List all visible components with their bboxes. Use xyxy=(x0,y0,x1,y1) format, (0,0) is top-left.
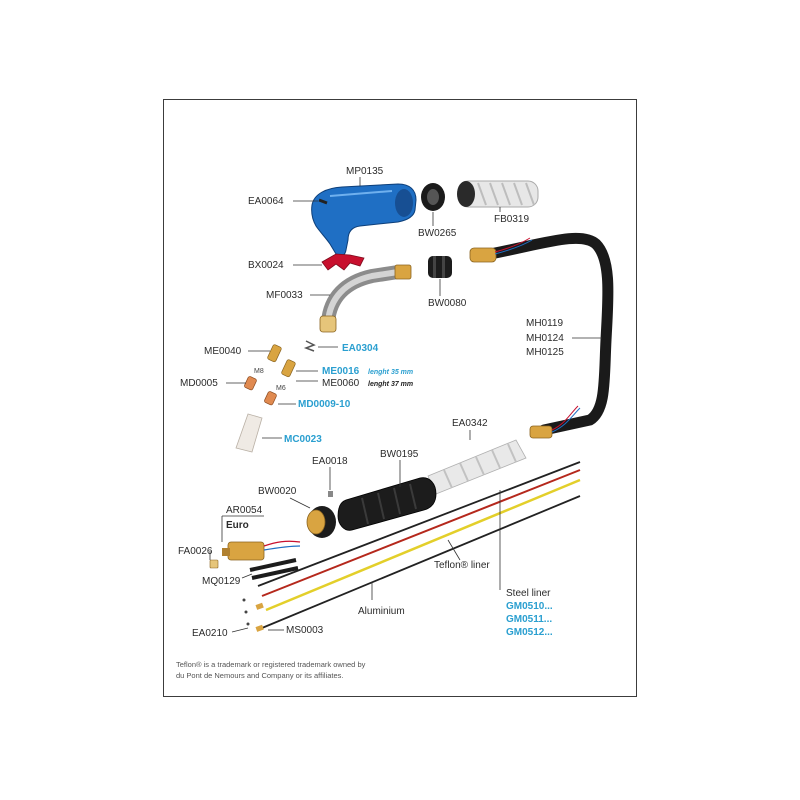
diffuser-part-m6 xyxy=(264,391,277,406)
liner-black-aluminium xyxy=(261,495,581,629)
handle-part-mp0135 xyxy=(311,183,417,257)
label-mh0119: MH0119 xyxy=(526,318,563,329)
label-mh0124: MH0124 xyxy=(526,333,564,344)
nozzle-part-mc0023 xyxy=(235,413,263,453)
label-mf0033: MF0033 xyxy=(266,290,303,301)
part-ea0018 xyxy=(328,491,333,497)
label-ea0018: EA0018 xyxy=(312,456,348,467)
note-me0060: lenght 37 mm xyxy=(368,381,413,388)
label-teflon-liner: Teflon® liner xyxy=(434,560,490,571)
label-m6: M6 xyxy=(276,385,286,392)
label-me0016: ME0016 xyxy=(322,366,360,377)
label-md0009-10: MD0009-10 xyxy=(298,399,351,410)
trigger-part-bx0024 xyxy=(321,253,365,271)
euro-connector-part-ar0054 xyxy=(222,540,301,561)
label-me0040: ME0040 xyxy=(204,346,242,357)
label-gm0511: GM0511... xyxy=(506,614,552,625)
footnote-line-1: Teflon® is a trademark or registered tra… xyxy=(176,660,366,669)
label-ea0210: EA0210 xyxy=(192,628,228,639)
label-mq0129: MQ0129 xyxy=(202,576,241,587)
note-me0016: lenght 35 mm xyxy=(368,369,413,376)
label-gm0512: GM0512... xyxy=(506,627,553,638)
label-m8: M8 xyxy=(254,368,264,375)
label-bw0020: BW0020 xyxy=(258,486,297,497)
screw-part-ea0064 xyxy=(318,198,328,205)
label-ms0003: MS0003 xyxy=(286,625,324,636)
diffuser-part-md0005 xyxy=(244,376,257,391)
label-fa0026: FA0026 xyxy=(178,546,213,557)
label-bx0024: BX0024 xyxy=(248,260,284,271)
tip-holder-part-me0016 xyxy=(281,359,296,378)
label-ar0054: AR0054 xyxy=(226,505,263,516)
nut-part-bw0080 xyxy=(428,256,452,278)
spring-part-ea0304 xyxy=(303,340,316,352)
label-aluminium: Aluminium xyxy=(358,606,405,617)
label-bw0265: BW0265 xyxy=(418,228,457,239)
footnote-line-2: du Pont de Nemours and Company or its af… xyxy=(176,671,343,680)
nut-part-bw0020 xyxy=(306,506,336,538)
rear-handle-part-bw0195 xyxy=(337,477,437,531)
tip-holder-part-me0040 xyxy=(267,344,282,363)
liner-yellow xyxy=(265,478,581,612)
label-euro: Euro xyxy=(226,520,249,531)
liner-tips xyxy=(242,598,264,632)
label-steel-liner: Steel liner xyxy=(506,588,551,599)
liner-red xyxy=(261,469,581,597)
part-fa0026 xyxy=(209,559,219,569)
cable-part-mh xyxy=(469,232,614,439)
label-bw0080: BW0080 xyxy=(428,298,467,309)
label-mh0125: MH0125 xyxy=(526,347,564,358)
label-me0060: ME0060 xyxy=(322,378,360,389)
spring-cover-part-ea0342 xyxy=(427,439,527,495)
label-bw0195: BW0195 xyxy=(380,449,419,460)
spring-cover-part-fb0319 xyxy=(457,180,539,208)
label-ea0304: EA0304 xyxy=(342,343,379,354)
liner-black-teflon xyxy=(257,461,581,587)
label-gm0510: GM0510... xyxy=(506,601,553,612)
label-md0005: MD0005 xyxy=(180,378,218,389)
tubes-part-mq0129 xyxy=(249,558,299,580)
label-fb0319: FB0319 xyxy=(494,214,529,225)
label-ea0064: EA0064 xyxy=(248,196,284,207)
ring-part-bw0265 xyxy=(421,183,445,211)
label-ea0342: EA0342 xyxy=(452,418,488,429)
swan-neck-part-mf0033 xyxy=(319,264,412,333)
label-mc0023: MC0023 xyxy=(284,434,322,445)
label-mp0135: MP0135 xyxy=(346,166,384,177)
